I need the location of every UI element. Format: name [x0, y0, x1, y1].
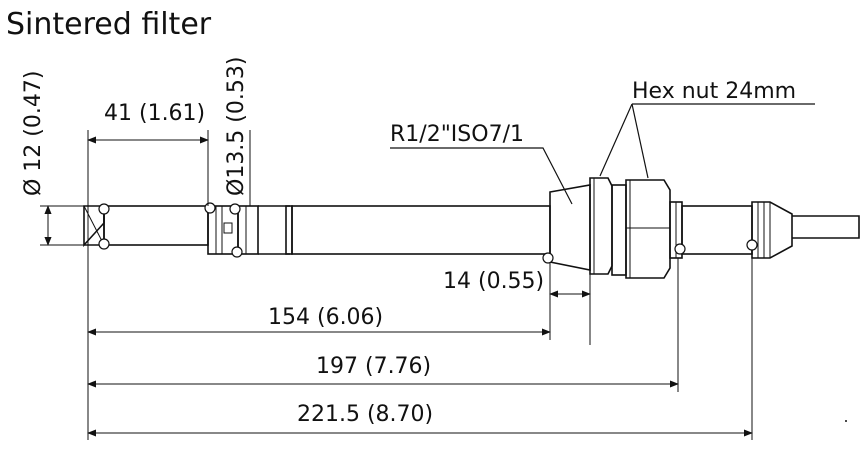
hex-nut-1	[589, 177, 613, 275]
reference-markers	[98, 202, 758, 264]
hex-nut-2	[625, 179, 671, 279]
probe-body	[83, 177, 860, 279]
probe-tube	[291, 205, 551, 255]
thread-fitting	[549, 184, 591, 271]
len-221-5-label: 221.5 (8.70)	[297, 402, 433, 427]
stray-dot	[845, 420, 847, 422]
len-154-label: 154 (6.06)	[268, 305, 383, 330]
collar	[237, 205, 259, 255]
hex-nut-leader-1	[599, 103, 633, 177]
hex-nut-label: Hex nut 24mm	[632, 79, 796, 104]
len-41-label: 41 (1.61)	[104, 101, 205, 126]
dia-13-5-label: Ø13.5 (0.53)	[224, 57, 249, 196]
len-14-label: 14 (0.55)	[443, 269, 544, 294]
thread-label: R1/2"ISO7/1	[390, 122, 524, 147]
len-197-label: 197 (7.76)	[316, 354, 431, 379]
rear-tube	[681, 205, 753, 255]
dia-12-label: Ø 12 (0.47)	[21, 71, 46, 196]
cable	[792, 215, 860, 239]
hex-nut-leader-2	[631, 103, 649, 179]
drawing-title: Sintered filter	[6, 7, 212, 42]
thread-leader	[390, 147, 573, 205]
extension-lines	[40, 130, 753, 440]
sintered-filter	[103, 205, 209, 246]
